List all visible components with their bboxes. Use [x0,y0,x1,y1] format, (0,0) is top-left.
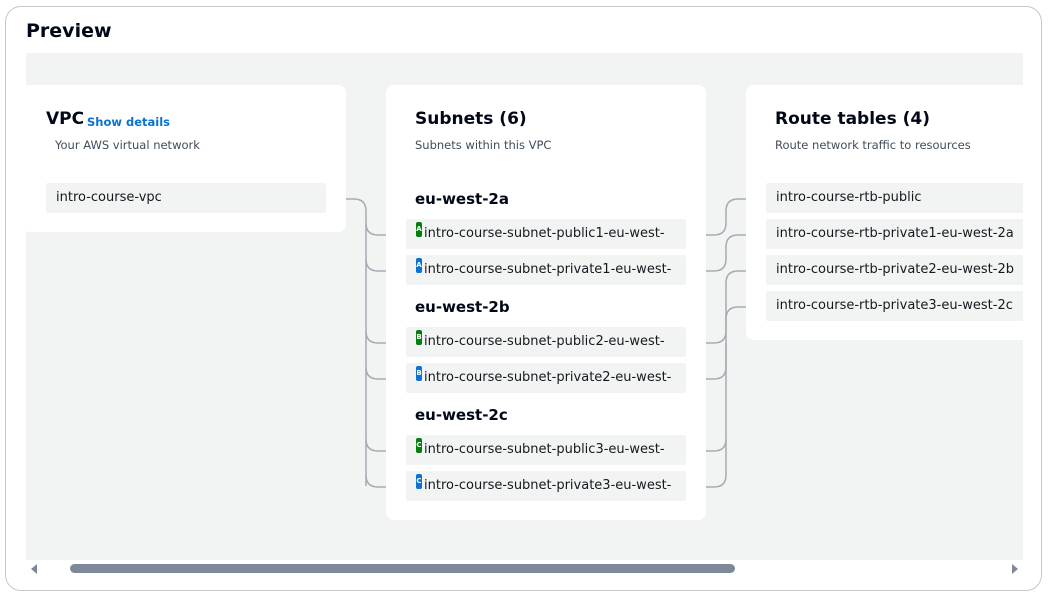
subnet-item[interactable]: A intro-course-subnet-private1-eu-west- [406,255,686,285]
route-table-label: intro-course-rtb-private1-eu-west-2a [776,226,1014,241]
subnet-item[interactable]: A intro-course-subnet-public1-eu-west- [406,219,686,249]
connector-lines [326,198,766,488]
subnet-item[interactable]: C intro-course-subnet-public3-eu-west- [406,435,686,465]
subnets-subtitle: Subnets within this VPC [415,138,552,152]
subnet-label: intro-course-subnet-public1-eu-west- [424,226,665,241]
subnet-label: intro-course-subnet-private2-eu-west- [424,370,672,385]
subnet-item[interactable]: C intro-course-subnet-private3-eu-west- [406,471,686,501]
subnet-label: intro-course-subnet-private1-eu-west- [424,262,672,277]
vpc-title: VPC [46,109,85,129]
private-subnet-badge: B [416,366,422,381]
vpc-subtitle: Your AWS virtual network [55,138,200,152]
public-subnet-badge: B [416,330,422,345]
route-table-item[interactable]: intro-course-rtb-private1-eu-west-2a [766,219,1023,249]
route-tables-subtitle: Route network traffic to resources [775,138,971,152]
scrollbar-thumb[interactable] [70,564,735,573]
subnet-label: intro-course-subnet-private3-eu-west- [424,478,672,493]
route-table-item[interactable]: intro-course-rtb-public [766,183,1023,213]
public-subnet-badge: C [416,438,422,453]
resource-map-canvas: VPC Show details Your AWS virtual networ… [26,53,1023,560]
subnets-card: Subnets (6) Subnets within this VPC eu-w… [386,85,706,520]
az-heading: eu-west-2b [415,298,510,316]
subnet-item[interactable]: B intro-course-subnet-private2-eu-west- [406,363,686,393]
vpc-item[interactable]: intro-course-vpc [46,183,326,213]
route-table-item[interactable]: intro-course-rtb-private3-eu-west-2c [766,291,1023,321]
az-heading: eu-west-2c [415,406,508,424]
preview-title: Preview [26,20,112,42]
route-table-label: intro-course-rtb-public [776,190,922,205]
subnet-label: intro-course-subnet-public2-eu-west- [424,334,665,349]
subnet-item[interactable]: B intro-course-subnet-public2-eu-west- [406,327,686,357]
route-tables-card: Route tables (4) Route network traffic t… [746,85,1023,340]
subnets-title: Subnets (6) [415,109,527,129]
chevron-left-icon[interactable] [31,564,37,574]
az-heading: eu-west-2a [415,190,509,208]
private-subnet-badge: C [416,474,422,489]
route-tables-title: Route tables (4) [775,109,930,129]
horizontal-scrollbar[interactable] [26,560,1023,577]
chevron-right-icon[interactable] [1012,564,1018,574]
route-table-item[interactable]: intro-course-rtb-private2-eu-west-2b [766,255,1023,285]
private-subnet-badge: A [416,258,422,273]
vpc-card: VPC Show details Your AWS virtual networ… [26,85,346,232]
route-table-label: intro-course-rtb-private3-eu-west-2c [776,298,1013,313]
route-table-label: intro-course-rtb-private2-eu-west-2b [776,262,1014,277]
show-details-link[interactable]: Show details [87,115,171,129]
vpc-item-label: intro-course-vpc [56,190,162,205]
subnet-label: intro-course-subnet-public3-eu-west- [424,442,665,457]
public-subnet-badge: A [416,222,422,237]
